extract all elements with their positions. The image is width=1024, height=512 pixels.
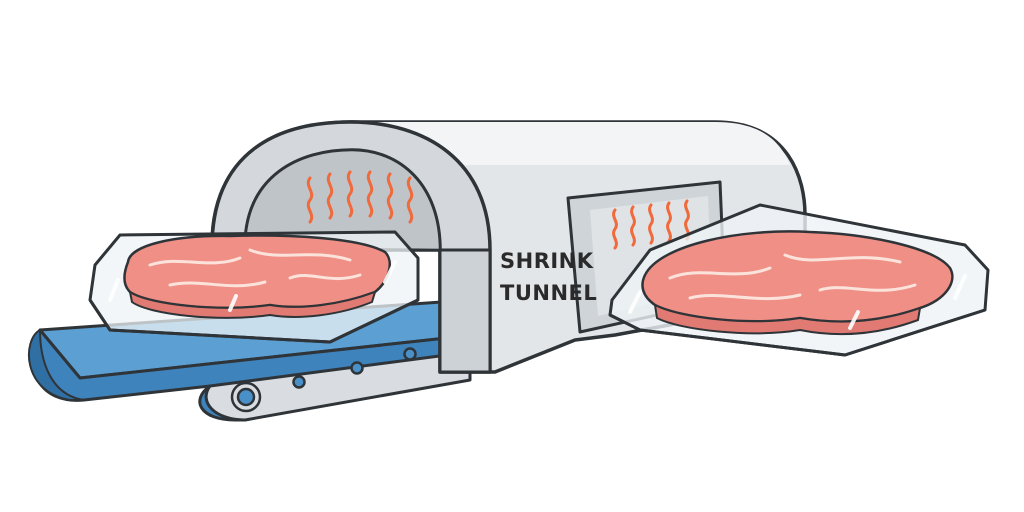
belt-frame <box>204 350 472 422</box>
heat-wave-icon <box>306 170 414 224</box>
tunnel-entry-opening <box>243 148 442 252</box>
meat-right-marbling <box>668 253 917 301</box>
belt-end-roll <box>28 328 85 401</box>
film-left-shine <box>108 260 397 312</box>
film-right-shine <box>628 274 967 330</box>
meat-left-marbling <box>148 248 362 288</box>
tray-left-rim <box>88 298 419 344</box>
tunnel-top-highlight <box>360 122 790 165</box>
package-exiting <box>608 203 990 357</box>
meat-left <box>123 234 391 309</box>
tunnel-label-line2: TUNNEL <box>500 281 597 305</box>
roller-icon <box>230 347 417 413</box>
package-entering <box>88 230 420 344</box>
meat-left-side <box>128 289 377 319</box>
tray-right-rim <box>609 308 986 357</box>
meat-right <box>641 230 954 323</box>
tunnel-label-line1: SHRINK <box>500 249 594 273</box>
tunnel-leg <box>438 248 492 374</box>
meat-right-side <box>653 303 922 336</box>
